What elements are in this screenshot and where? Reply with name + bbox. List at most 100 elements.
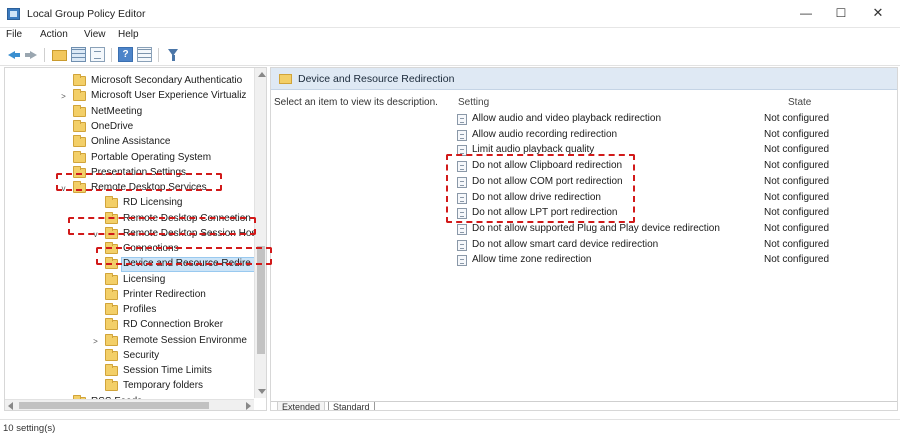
tree-item[interactable]: Licensing	[5, 273, 250, 288]
policy-state: Not configured	[764, 191, 830, 203]
pane-header: Device and Resource Redirection	[271, 68, 897, 90]
tree-item[interactable]: Security	[5, 349, 250, 364]
tree-item[interactable]: >Remote Session Environme	[5, 334, 250, 349]
folder-icon	[73, 89, 86, 101]
policy-name: Allow time zone redirection	[472, 254, 592, 266]
tree-item-label: Microsoft User Experience Virtualiz	[91, 90, 247, 101]
menu-help[interactable]: Help	[118, 29, 139, 40]
title-bar: Local Group Policy Editor — ☐ ✕	[0, 0, 900, 28]
folder-icon	[73, 151, 86, 163]
tree-horizontal-scrollbar[interactable]	[5, 399, 254, 410]
policy-setting-icon	[457, 129, 467, 141]
folder-icon	[105, 379, 118, 391]
policy-setting-icon	[457, 114, 467, 125]
policy-state: Not configured	[764, 113, 830, 124]
filter-icon[interactable]	[166, 47, 181, 62]
description-prompt: Select an item to view its description.	[274, 97, 438, 108]
tree-item[interactable]: Session Time Limits	[5, 364, 250, 379]
scroll-down-icon[interactable]	[258, 389, 266, 394]
folder-up-icon[interactable]	[52, 50, 67, 61]
tree-item[interactable]: Microsoft Secondary Authenticatio	[5, 74, 250, 89]
chevron-down-icon[interactable]: v	[61, 184, 66, 193]
column-header-state[interactable]: State	[788, 97, 812, 108]
policy-setting-icon	[457, 223, 467, 235]
annotation-device-redirection	[96, 247, 272, 265]
menu-view[interactable]: View	[84, 29, 106, 40]
folder-icon	[105, 273, 118, 285]
folder-icon	[105, 364, 118, 376]
column-header-setting[interactable]: Setting	[458, 97, 490, 108]
policy-name: Do not allow Clipboard redirection	[472, 160, 623, 172]
policy-row[interactable]: Do not allow LPT port redirection Not con…	[454, 206, 894, 221]
tree-item[interactable]: Online Assistance	[5, 135, 250, 150]
maximize-button[interactable]: ☐	[835, 6, 847, 20]
tree-item[interactable]: Portable Operating System	[5, 151, 250, 166]
policy-setting-icon	[457, 239, 467, 251]
policy-name: Do not allow LPT port redirection	[472, 207, 618, 219]
policy-row[interactable]: Do not allow smart card device redirecti…	[454, 238, 894, 253]
tree-item-label: RD Connection Broker	[123, 319, 224, 330]
scroll-thumb[interactable]	[19, 402, 209, 409]
show-hide-tree-icon[interactable]	[71, 47, 86, 62]
folder-icon	[105, 242, 118, 254]
policy-row[interactable]: Allow audio and video playback redirecti…	[454, 112, 894, 127]
tab-standard[interactable]: Standard	[328, 402, 375, 410]
policy-name: Allow audio and video playback redirecti…	[472, 113, 662, 124]
policy-name: Do not allow smart card device redirecti…	[472, 238, 659, 250]
tree-item-label: Portable Operating System	[91, 152, 212, 163]
view-tabs: Extended Standard	[271, 401, 897, 410]
folder-icon	[105, 196, 118, 208]
scroll-up-icon[interactable]	[258, 72, 266, 77]
tree-item[interactable]: v Remote Desktop Services	[5, 181, 250, 196]
toolbar-separator	[44, 48, 45, 62]
export-list-icon[interactable]	[90, 47, 105, 62]
scroll-thumb[interactable]	[257, 246, 265, 354]
help-icon[interactable]: ?	[118, 47, 133, 62]
tab-extended[interactable]: Extended	[277, 402, 326, 410]
back-icon[interactable]	[6, 47, 21, 62]
group-policy-app-icon	[7, 8, 20, 20]
properties-icon[interactable]	[137, 47, 152, 62]
scroll-right-icon[interactable]	[246, 402, 251, 410]
minimize-button[interactable]: —	[800, 6, 812, 20]
folder-icon	[105, 318, 118, 330]
tree-item-label: Remote Desktop Services	[91, 182, 207, 193]
tree-item[interactable]: RD Licensing	[5, 196, 250, 211]
tree-item-label: Session Time Limits	[123, 365, 212, 376]
tree-item[interactable]: NetMeeting	[5, 105, 250, 120]
tree-item[interactable]: Profiles	[5, 303, 250, 318]
tree-item[interactable]: RD Connection Broker	[5, 318, 250, 333]
menu-bar: File Action View Help	[0, 28, 900, 44]
status-text: 10 setting(s)	[3, 423, 56, 434]
policy-row[interactable]: Do not allow supported Plug and Play dev…	[454, 222, 894, 237]
chevron-right-icon[interactable]: >	[61, 92, 66, 101]
policy-name: Limit audio playback quality	[472, 144, 595, 156]
tree-item-label: Online Assistance	[91, 136, 171, 147]
folder-icon	[105, 334, 118, 346]
menu-action[interactable]: Action	[40, 29, 68, 40]
tree-item[interactable]: Temporary folders	[5, 379, 250, 394]
close-button[interactable]: ✕	[872, 5, 884, 20]
policy-setting-icon	[457, 192, 467, 204]
policy-setting-icon	[457, 161, 467, 173]
tree-item-label: Temporary folders	[123, 380, 204, 391]
forward-icon[interactable]	[24, 47, 39, 62]
policy-setting-icon	[457, 176, 467, 188]
tree-item-label: Presentation Settings	[91, 167, 187, 178]
chevron-right-icon[interactable]: >	[93, 337, 98, 346]
policy-state: Not configured	[764, 207, 830, 219]
folder-icon	[105, 288, 118, 300]
scroll-left-icon[interactable]	[8, 402, 13, 410]
folder-icon	[105, 349, 118, 361]
tree-item[interactable]: > Microsoft User Experience Virtualiz	[5, 89, 250, 104]
tree-item[interactable]: OneDrive	[5, 120, 250, 135]
policy-state: Not configured	[764, 175, 830, 187]
menu-file[interactable]: File	[6, 29, 23, 40]
navigation-tree[interactable]: Microsoft Secondary Authenticatio > Micros…	[4, 67, 267, 411]
tree-item[interactable]: Printer Redirection	[5, 288, 250, 303]
